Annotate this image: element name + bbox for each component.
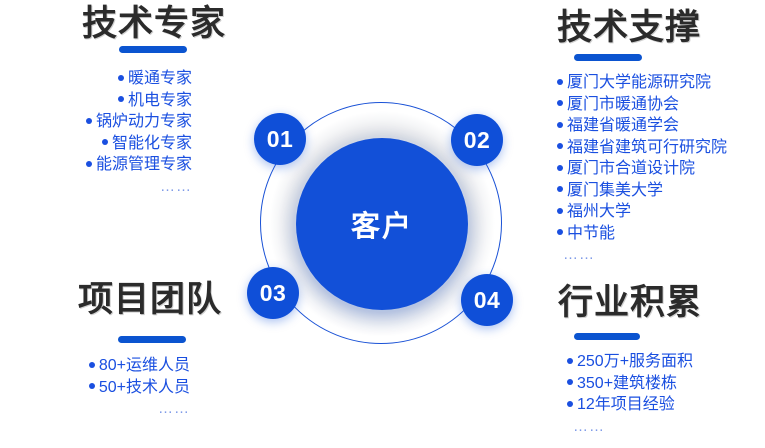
list-item: 机电专家 — [0, 90, 192, 112]
list-item-label: 机电专家 — [127, 91, 192, 109]
section-title-industry-experience: 行业积累 — [558, 283, 703, 322]
node-badge-04[interactable]: 04 — [461, 274, 513, 326]
list-item-label: 50+技术人员 — [98, 378, 190, 396]
bullet-icon — [557, 186, 563, 193]
list-item: 能源管理专家 — [0, 154, 192, 176]
bullet-icon — [557, 229, 563, 236]
bullet-icon — [85, 117, 92, 124]
list-item: 12年项目经验 — [567, 394, 693, 416]
bullet-icon — [88, 383, 95, 390]
bullet-icon — [567, 357, 573, 364]
list-industry-experience: 250万+服务面积 350+建筑楼栋 12年项目经验 …… — [567, 351, 693, 437]
list-item-label: 能源管理专家 — [95, 156, 192, 173]
bullet-icon — [567, 400, 573, 407]
list-item: 中节能 — [557, 223, 727, 245]
bullet-icon — [117, 74, 124, 81]
heading-rule-industry-experience — [574, 333, 640, 340]
list-item: 暖通专家 — [0, 68, 192, 90]
list-tech-support: 厦门大学能源研究院 厦门市暖通协会 福建省暖通学会 福建省建筑可行研究院 厦门市… — [557, 72, 727, 266]
list-item-label: 12年项目经验 — [577, 396, 675, 413]
bullet-icon — [101, 139, 108, 146]
list-item: 厦门集美大学 — [557, 180, 727, 202]
node-badge-01[interactable]: 01 — [254, 113, 306, 165]
list-item: 250万+服务面积 — [567, 351, 693, 373]
list-item: 厦门市合道设计院 — [557, 158, 727, 180]
section-title-tech-experts: 技术专家 — [82, 4, 227, 43]
list-item-label: 锅炉动力专家 — [95, 113, 192, 130]
list-project-team: 80+运维人员 50+技术人员 …… — [0, 355, 190, 420]
list-item-label: 厦门集美大学 — [567, 181, 664, 199]
list-item-label: 中节能 — [567, 224, 616, 242]
bullet-icon — [557, 100, 563, 107]
list-item: 福州大学 — [557, 201, 727, 223]
list-item-label: 福州大学 — [567, 203, 632, 220]
list-item-label: 暖通专家 — [127, 70, 192, 87]
list-item: 50+技术人员 — [0, 377, 190, 399]
list-item: 智能化专家 — [0, 133, 192, 155]
center-diagram: 客户 01 02 03 04 — [247, 90, 516, 358]
outline-ring — [260, 102, 502, 344]
node-badge-label: 04 — [473, 286, 501, 313]
heading-rule-tech-experts — [119, 46, 187, 53]
list-item-label: 福建省暖通学会 — [567, 117, 680, 134]
node-badge-label: 03 — [259, 279, 287, 306]
list-item-label: 厦门市暖通协会 — [567, 95, 680, 113]
bullet-icon — [557, 78, 563, 85]
list-item: 锅炉动力专家 — [0, 111, 192, 133]
bullet-icon — [88, 361, 95, 368]
bullet-icon — [557, 143, 563, 150]
bullet-icon — [557, 121, 563, 128]
node-badge-02[interactable]: 02 — [451, 114, 503, 166]
list-item-label: 250万+服务面积 — [577, 353, 694, 370]
list-item: 厦门大学能源研究院 — [557, 72, 727, 94]
list-item: 福建省建筑可行研究院 — [557, 137, 727, 159]
node-badge-03[interactable]: 03 — [247, 267, 299, 319]
bullet-icon — [567, 379, 573, 386]
node-badge-label: 02 — [463, 126, 491, 153]
list-ellipsis: …… — [158, 400, 190, 417]
core-label: 客户 — [350, 211, 413, 243]
list-item-label: 350+建筑楼栋 — [577, 374, 678, 392]
list-item-label: 福建省建筑可行研究院 — [567, 138, 728, 156]
list-item-label: 厦门大学能源研究院 — [567, 74, 712, 91]
bullet-icon — [117, 96, 124, 103]
core-circle: 客户 — [296, 138, 468, 310]
list-ellipsis: …… — [160, 177, 192, 195]
bullet-icon — [557, 207, 563, 214]
section-title-tech-support: 技术支撑 — [557, 8, 702, 47]
list-item: 350+建筑楼栋 — [567, 373, 693, 395]
list-ellipsis: …… — [573, 417, 605, 435]
list-item-label: 智能化专家 — [111, 134, 192, 152]
list-item-label: 厦门市合道设计院 — [567, 160, 696, 177]
bullet-icon — [557, 164, 563, 171]
list-item: 福建省暖通学会 — [557, 115, 727, 137]
bullet-icon — [85, 160, 92, 167]
node-badge-label: 01 — [266, 125, 294, 152]
list-item: 厦门市暖通协会 — [557, 94, 727, 116]
heading-rule-tech-support — [574, 54, 642, 61]
section-title-project-team: 项目团队 — [78, 280, 223, 319]
heading-rule-project-team — [118, 336, 186, 343]
list-item-label: 80+运维人员 — [98, 357, 190, 374]
list-item: 80+运维人员 — [0, 355, 190, 377]
list-tech-experts: 暖通专家 机电专家 锅炉动力专家 智能化专家 能源管理专家 …… — [0, 68, 192, 197]
list-ellipsis: …… — [563, 246, 595, 263]
